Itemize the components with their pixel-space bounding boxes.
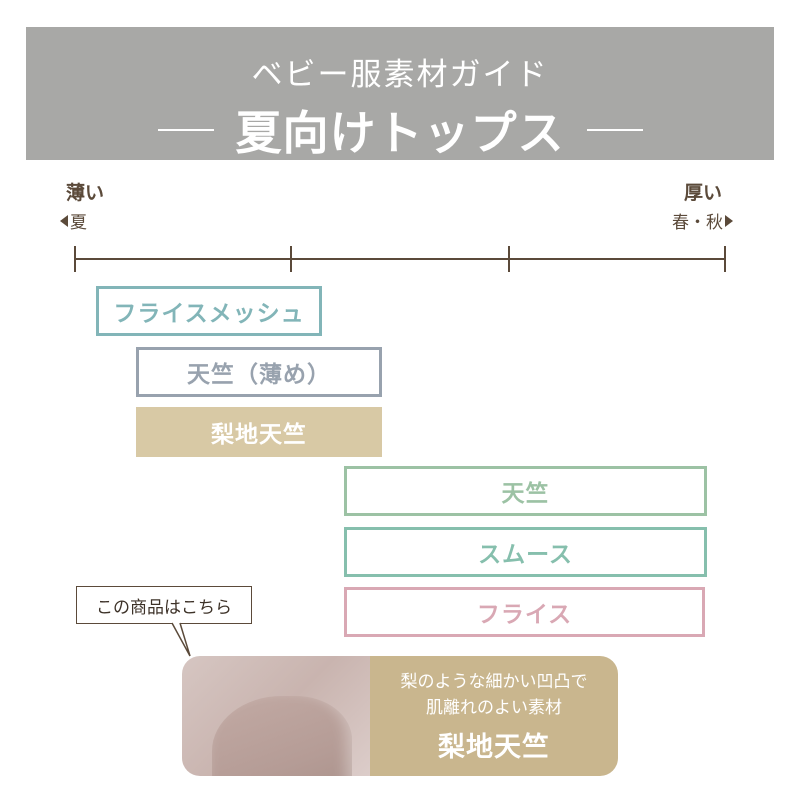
fabric-fold-image <box>212 696 352 776</box>
fabric-bar-fraise-mesh: フライスメッシュ <box>96 286 322 336</box>
product-description-1: 梨のような細かい凹凸で <box>400 671 588 692</box>
title-dash-right <box>586 129 643 131</box>
header-title: 夏向けトップス <box>235 106 565 160</box>
product-card[interactable]: 梨のような細かい凹凸で 肌離れのよい素材 梨地天竺 <box>182 656 618 776</box>
scale-tick <box>290 246 292 272</box>
fabric-label: 天竺 <box>501 481 550 507</box>
product-callout: この商品はこちら <box>76 586 252 624</box>
fabric-bar-tenjiku: 天竺 <box>344 466 707 516</box>
product-info: 梨のような細かい凹凸で 肌離れのよい素材 梨地天竺 <box>370 656 618 776</box>
scale-line <box>74 258 726 260</box>
thin-label: 薄い <box>66 182 105 204</box>
callout-label: この商品はこちら <box>96 597 232 618</box>
thickness-scale <box>74 246 726 272</box>
season-right-label: 春・秋 <box>672 213 723 233</box>
fabric-label: フライス <box>476 602 573 628</box>
fabric-label: 梨地天竺 <box>211 422 307 448</box>
fabric-label: スムース <box>478 542 573 568</box>
product-name: 梨地天竺 <box>438 731 550 763</box>
fabric-bar-nashiji-tenjiku: 梨地天竺 <box>136 407 382 457</box>
header-banner: ベビー服素材ガイド 夏向けトップス <box>26 27 774 160</box>
product-description-2: 肌離れのよい素材 <box>426 697 562 718</box>
fabric-photo <box>182 656 370 776</box>
fabric-label: 天竺（薄め） <box>187 362 331 388</box>
fabric-bar-smooth: スムース <box>344 527 707 577</box>
fabric-label: フライスメッシュ <box>113 301 305 327</box>
scale-tick <box>508 246 510 272</box>
season-left: 夏 <box>60 208 87 233</box>
header-subtitle: ベビー服素材ガイド <box>251 57 549 93</box>
fabric-bar-fraise: フライス <box>344 587 705 637</box>
header-title-row: 夏向けトップス <box>26 97 774 163</box>
fabric-bar-tenjiku-thin: 天竺（薄め） <box>136 347 382 397</box>
scale-tick <box>74 246 76 272</box>
season-left-label: 夏 <box>70 213 87 233</box>
scale-tick <box>724 246 726 272</box>
title-dash-left <box>157 129 214 131</box>
season-right: 春・秋 <box>672 208 733 233</box>
thick-label: 厚い <box>684 182 723 204</box>
right-arrow-icon <box>725 214 733 227</box>
left-arrow-icon <box>60 214 68 227</box>
